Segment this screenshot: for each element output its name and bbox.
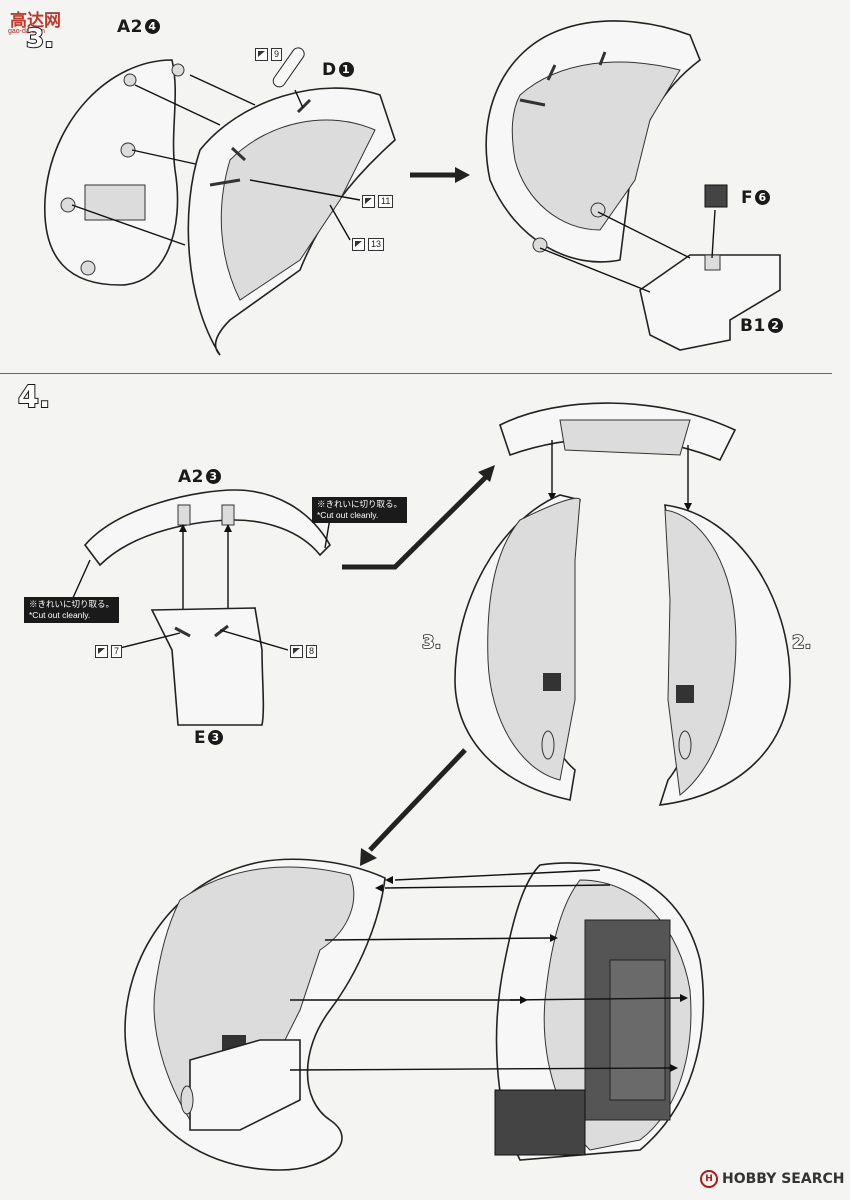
sticker-9: 9 bbox=[255, 48, 283, 61]
hobby-search-watermark: H HOBBY SEARCH bbox=[700, 1170, 844, 1188]
label-a2-3-num: 3 bbox=[206, 469, 221, 484]
label-d1-num: 1 bbox=[338, 62, 354, 77]
step4-illustration bbox=[71, 402, 791, 1171]
label-e3-num: 3 bbox=[208, 730, 224, 745]
subassembly-label-right: 2. bbox=[791, 631, 812, 654]
sticker-13-num: 13 bbox=[368, 238, 385, 251]
label-b1-2-num: 2 bbox=[767, 318, 783, 333]
label-a2-4-num: 4 bbox=[145, 19, 160, 34]
top-assembly-illustration bbox=[44, 20, 781, 356]
sticker-11-num: 11 bbox=[378, 195, 394, 208]
sticker-flag-icon bbox=[290, 645, 303, 658]
subassembly-label-left: 3. bbox=[421, 631, 442, 654]
cut-note-right-jp: ※きれいに切り取る。 bbox=[317, 499, 403, 509]
section-divider bbox=[0, 373, 832, 374]
sticker-7: 7 bbox=[95, 645, 123, 658]
label-e3-letter: E bbox=[194, 728, 207, 748]
step-number-top: 3. bbox=[25, 23, 55, 55]
sticker-11: 11 bbox=[362, 195, 394, 208]
cut-note-left: ※きれいに切り取る。 *Cut out cleanly. bbox=[24, 597, 120, 623]
label-f6-num: 6 bbox=[755, 190, 771, 205]
sticker-9-num: 9 bbox=[271, 48, 283, 61]
cut-note-right-en: *Cut out cleanly. bbox=[317, 510, 379, 520]
label-d1-letter: D bbox=[322, 60, 337, 80]
label-a2-3-letter: A2 bbox=[178, 467, 204, 487]
site-logo-domain: gao-da.com bbox=[8, 28, 45, 35]
label-f6-letter: F bbox=[741, 188, 754, 208]
site-logo: 高达网 gao-da.com 3. bbox=[4, 6, 74, 56]
cut-note-left-en: *Cut out cleanly. bbox=[29, 610, 91, 620]
label-a2-4-letter: A2 bbox=[117, 17, 143, 37]
hobby-search-text: HOBBY SEARCH bbox=[722, 1171, 845, 1187]
sticker-flag-icon bbox=[362, 195, 375, 208]
sticker-13: 13 bbox=[352, 238, 385, 251]
cut-note-left-jp: ※きれいに切り取る。 bbox=[29, 599, 115, 609]
sticker-7-num: 7 bbox=[111, 645, 123, 658]
sticker-flag-icon bbox=[352, 238, 365, 251]
sticker-8: 8 bbox=[290, 645, 318, 658]
sticker-8-num: 8 bbox=[306, 645, 318, 658]
label-b1-2-letter: B1 bbox=[740, 316, 766, 336]
site-logo-chinese: 高达网 bbox=[10, 11, 61, 31]
step-number-main: 4. bbox=[17, 379, 51, 416]
sticker-flag-icon bbox=[255, 48, 268, 61]
hobby-search-logo-icon: H bbox=[700, 1170, 718, 1188]
cut-note-right: ※きれいに切り取る。 *Cut out cleanly. bbox=[312, 497, 408, 523]
sticker-flag-icon bbox=[95, 645, 108, 658]
